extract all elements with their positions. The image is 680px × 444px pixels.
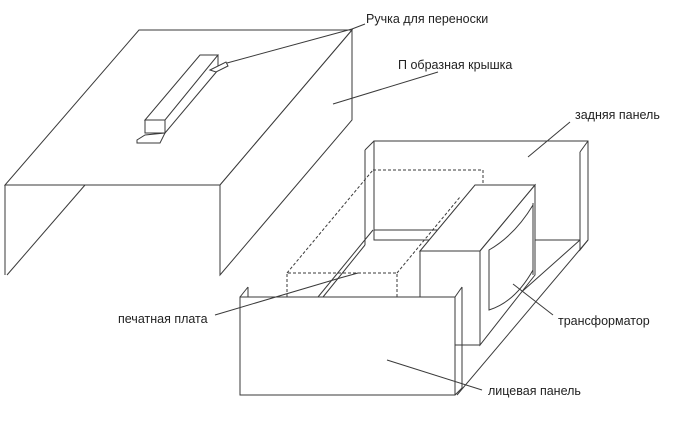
pcb-outline [286,169,484,297]
label-carry-handle: Ручка для переноски [366,12,489,26]
label-front-panel: лицевая панель [488,384,581,398]
label-back-panel: задняя панель [575,108,660,122]
label-transformer: трансформатор [558,314,650,328]
label-pcb: печатная плата [118,312,208,326]
front-panel [239,286,463,396]
carry-handle [136,54,229,144]
label-u-shaped-cover: П образная крышка [398,58,513,72]
leader-lines [214,23,571,391]
u-shaped-cover [3,28,354,277]
